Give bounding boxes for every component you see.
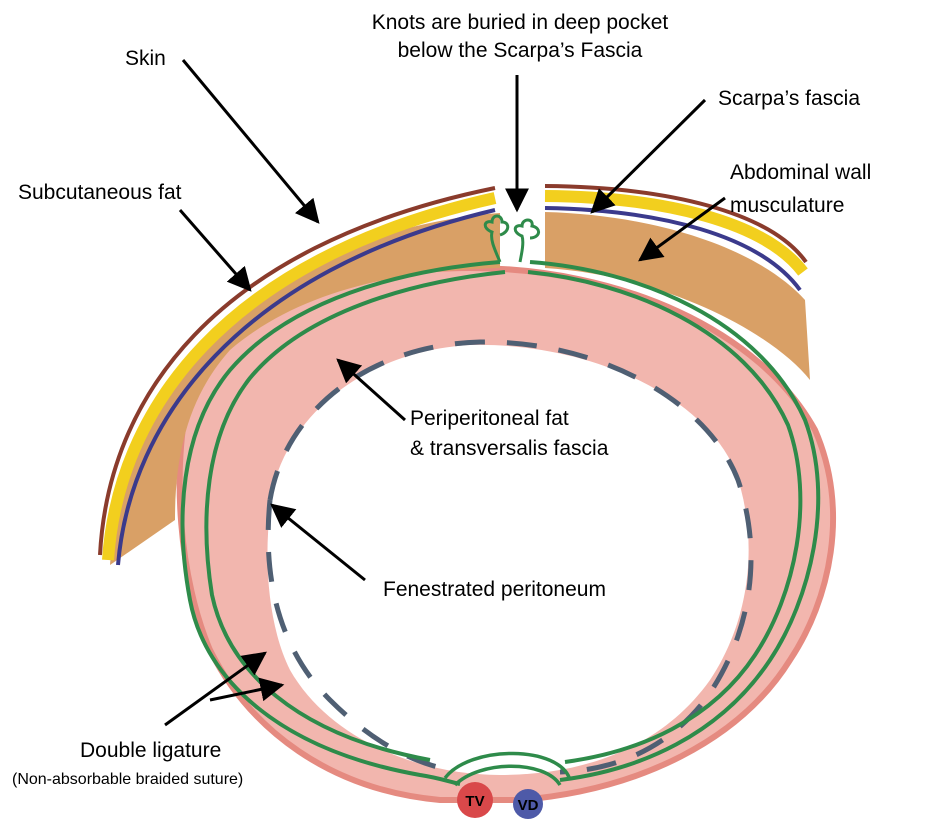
subcutaneous-fat-label: Subcutaneous fat (18, 180, 181, 205)
periperitoneal-label-line2: & transversalis fascia (410, 436, 608, 461)
fenestrated-peritoneum-label: Fenestrated peritoneum (383, 577, 606, 602)
suture-note-label: (Non-absorbable braided suture) (12, 770, 243, 789)
scarpas-fascia-label: Scarpa’s fascia (718, 86, 860, 111)
arrow-subcutaneous (180, 210, 250, 290)
abdominal-wall-label-line2: musculature (730, 193, 844, 218)
double-ligature-label: Double ligature (80, 738, 221, 763)
knots-label-line1: Knots are buried in deep pocket (305, 10, 735, 35)
skin-label: Skin (125, 46, 166, 71)
knots-label-line2: below the Scarpa’s Fascia (305, 38, 735, 63)
suture-knot-right (515, 220, 538, 262)
tv-label: TV (465, 793, 484, 810)
periperitoneal-label-line1: Periperitoneal fat (410, 406, 569, 431)
vd-label: VD (518, 797, 539, 814)
abdominal-wall-label-line1: Abdominal wall (730, 160, 871, 185)
arrow-skin (183, 60, 318, 222)
